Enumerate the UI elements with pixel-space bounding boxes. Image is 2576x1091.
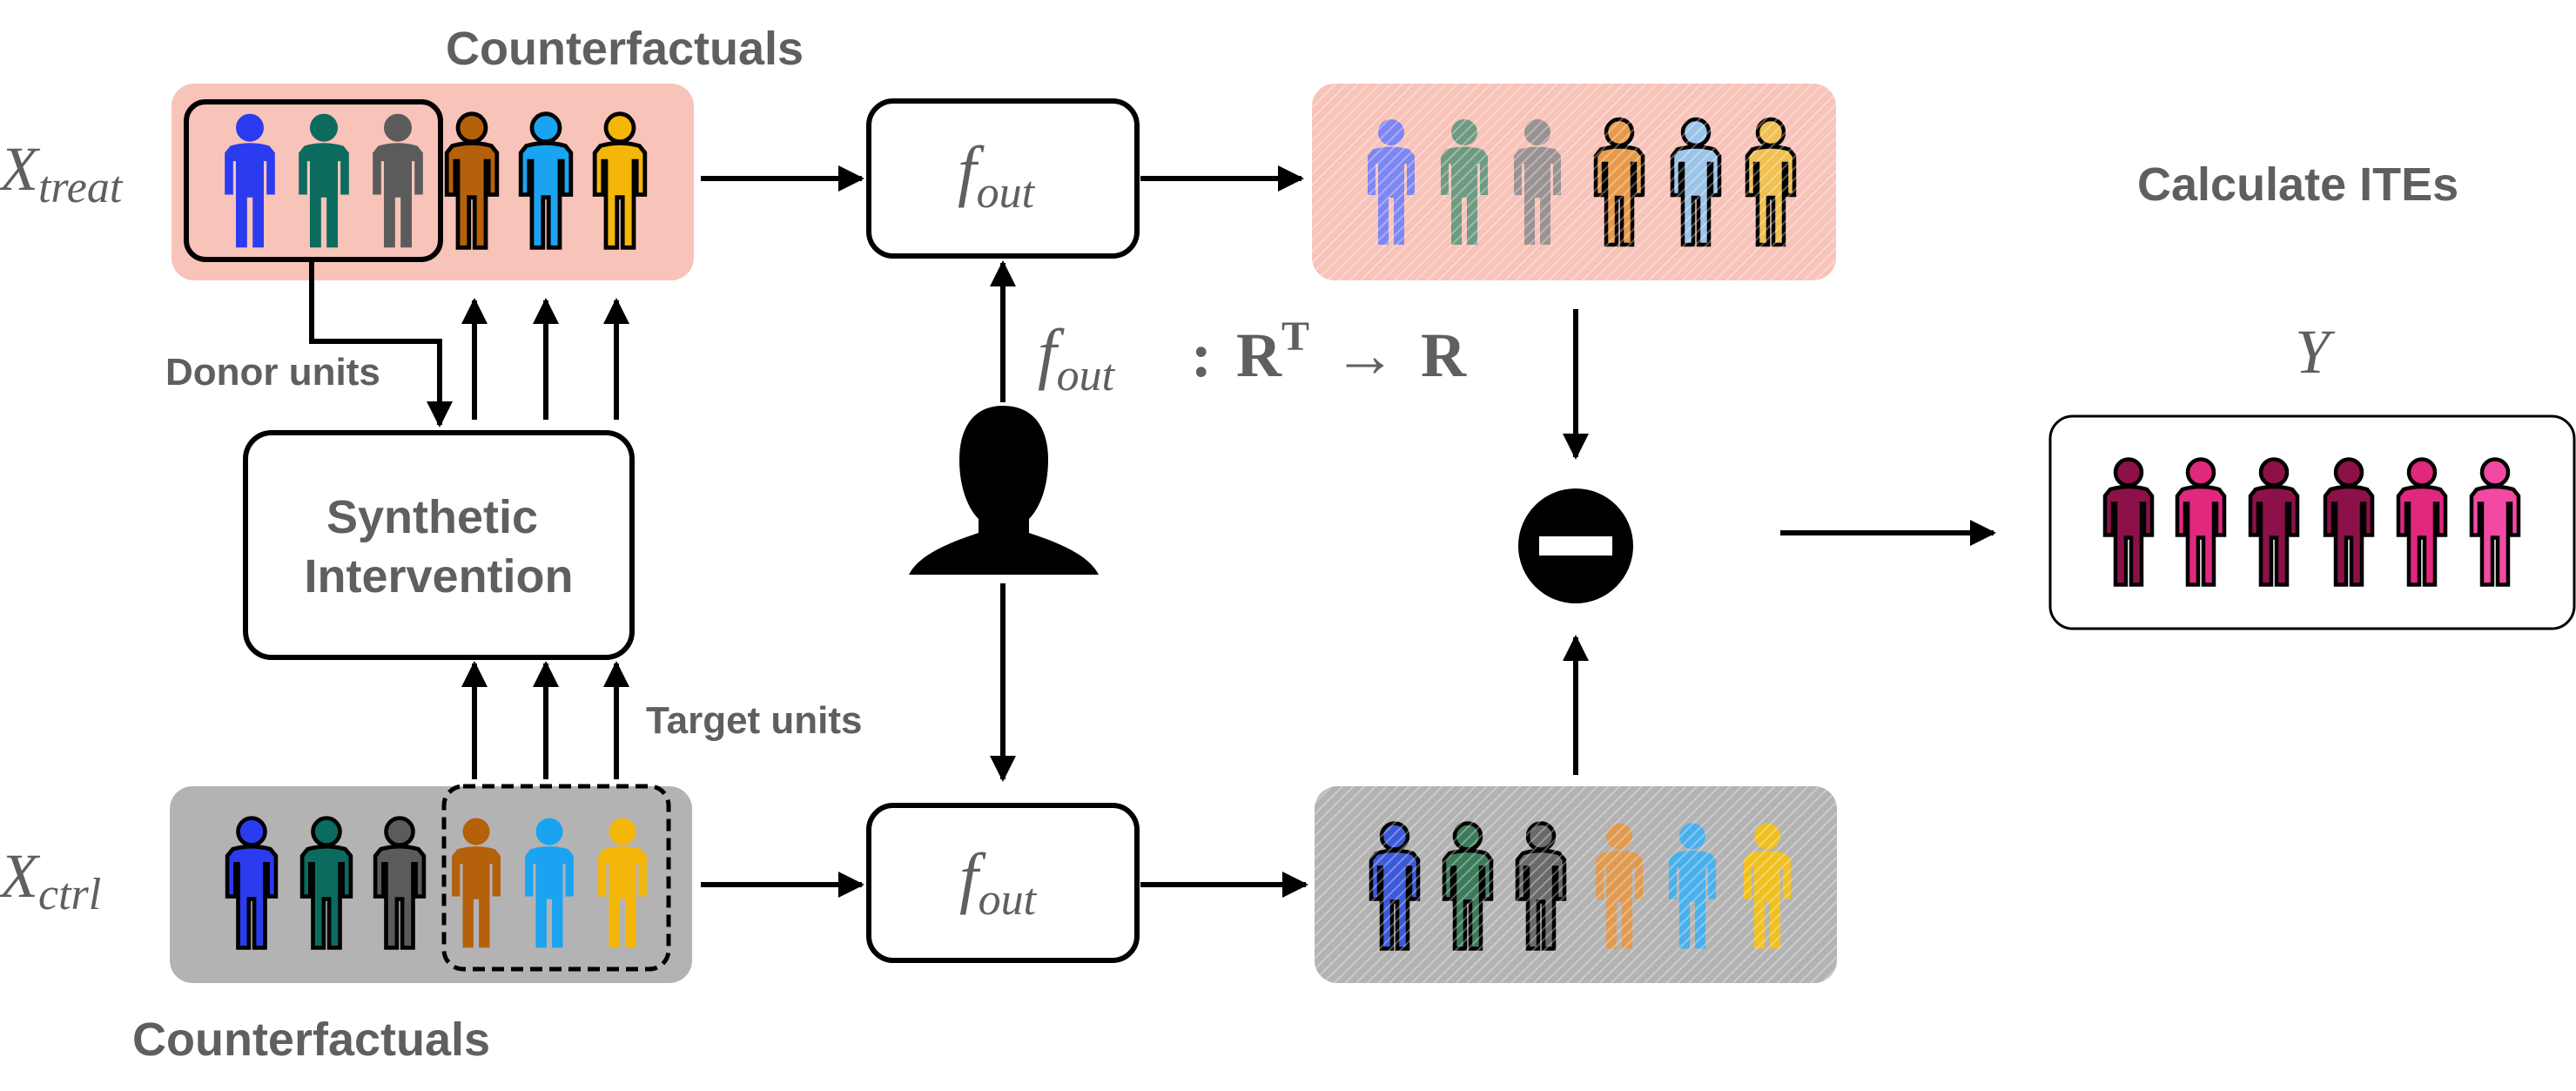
fout-top-sub: out (977, 168, 1036, 218)
x-ctrl-main: X (0, 841, 41, 911)
donor-units-label: Donor units (165, 351, 380, 394)
x-ctrl-sub: ctrl (38, 870, 101, 919)
target-selection-box (441, 784, 671, 972)
x-treat-main: X (0, 134, 41, 204)
counterfactuals-bottom-label: Counterfactuals (132, 1014, 490, 1066)
y-label: Y (2295, 317, 2336, 387)
svg-text:: RT → R: : RT → R (1191, 294, 1467, 390)
arrows (309, 165, 1996, 898)
target-units-label: Target units (646, 699, 863, 742)
mapping-range: R (1421, 320, 1467, 390)
minus-icon (1518, 488, 1633, 603)
x-treat-sub: treat (38, 163, 124, 212)
expert-head-icon (909, 406, 1099, 575)
counterfactuals-top-label: Counterfactuals (446, 23, 804, 75)
mapping-sup: T (1281, 313, 1309, 360)
mapping-colon: : (1191, 320, 1212, 390)
fout-bottom-sub: out (979, 875, 1038, 925)
mapping-arrow: → (1334, 320, 1396, 390)
fout-box-top (866, 98, 1140, 259)
svg-text:fout: fout (1038, 315, 1116, 401)
synthetic-intervention-box (243, 430, 635, 660)
fout-box-bottom (866, 803, 1140, 963)
x-ctrl-label: Xctrl (0, 841, 101, 919)
synthetic-intervention-label: Synthetic Intervention (304, 491, 573, 603)
synthetic-line2: Intervention (304, 550, 573, 603)
ite-result-box (2048, 414, 2576, 630)
treat-output-units (1312, 84, 1836, 280)
fout-mapping-label: fout : RT → R (1038, 294, 1467, 401)
x-treat-label: Xtreat (0, 134, 124, 212)
mapping-domain: R (1236, 320, 1282, 390)
treat-group-panel (172, 84, 694, 280)
calculate-ites-label: Calculate ITEs (2137, 158, 2458, 211)
fout-top-label: fout (958, 132, 1036, 218)
mapping-f-sub: out (1057, 351, 1116, 401)
synthetic-line1: Synthetic (326, 491, 538, 543)
ctrl-output-units (1315, 786, 1837, 983)
fout-bottom-label: fout (959, 839, 1038, 925)
